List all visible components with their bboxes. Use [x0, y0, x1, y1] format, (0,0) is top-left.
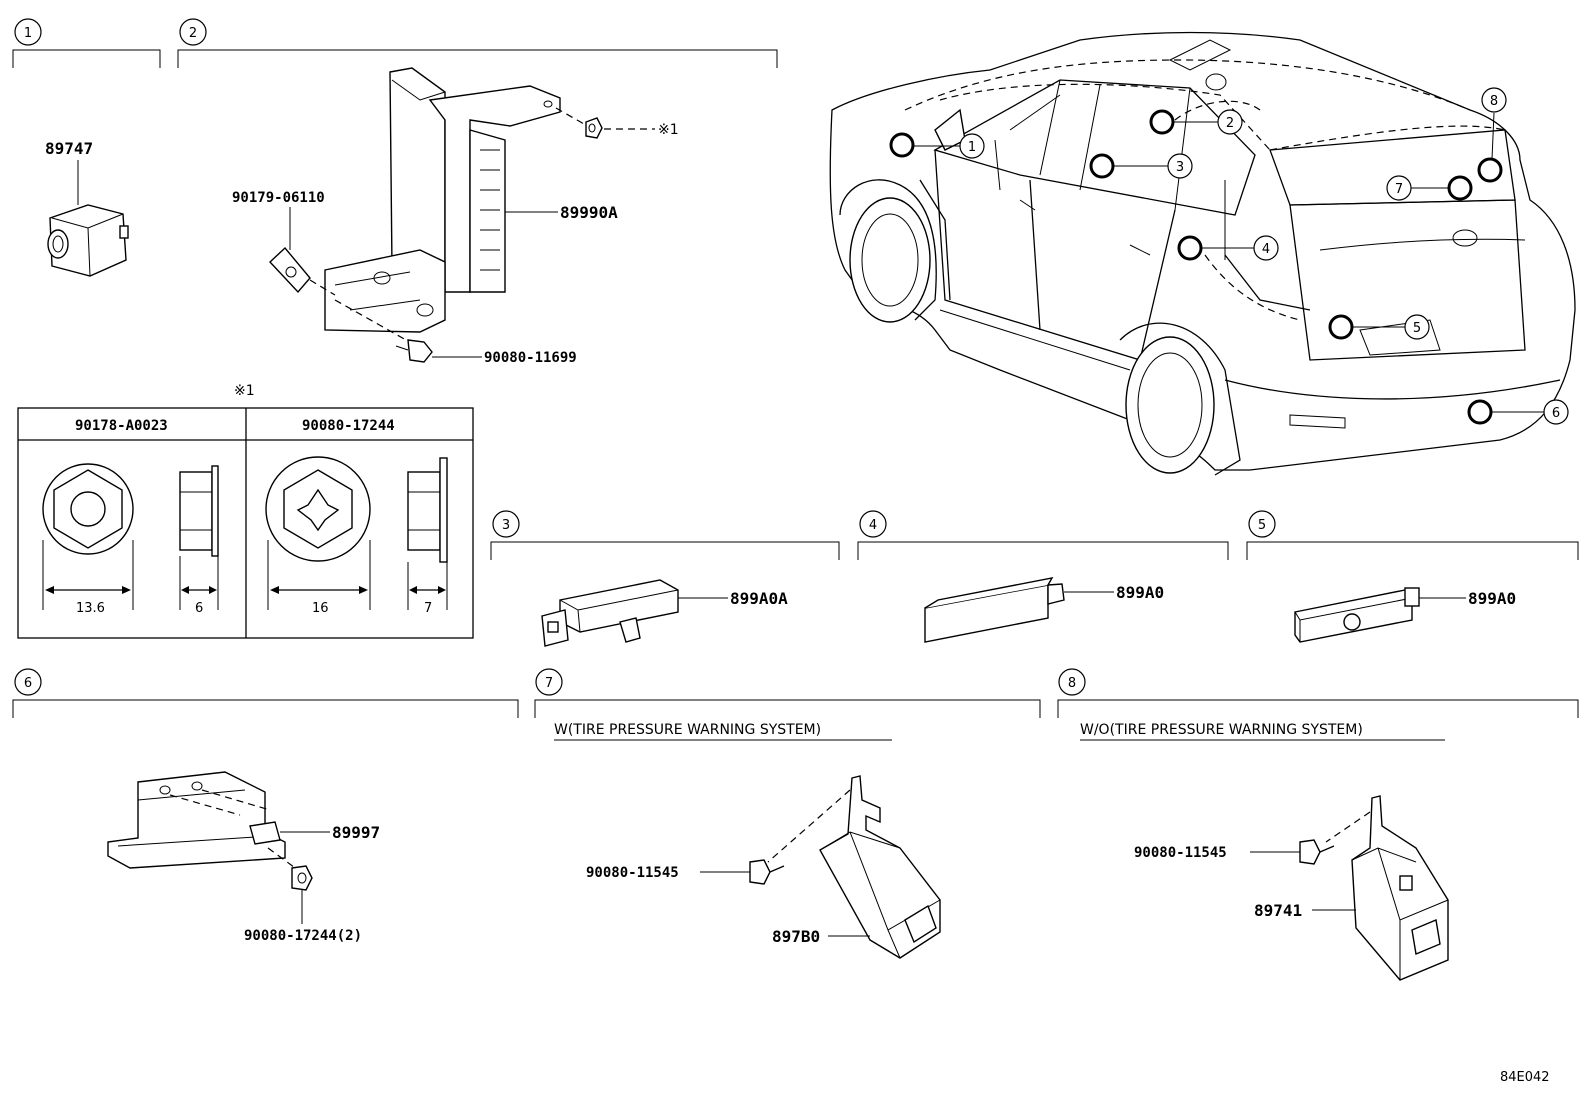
antenna-unit-icon [1294, 587, 1420, 643]
vehicle-callout-7: 7 [1386, 175, 1412, 201]
detail-col1-part: 90178-A0023 [75, 418, 168, 434]
caption-without-tpws: W/O(TIRE PRESSURE WARNING SYSTEM) [1080, 722, 1363, 738]
vehicle-callout-2: 2 [1217, 109, 1243, 135]
part-label-89747: 89747 [45, 139, 93, 158]
control-module-icon [324, 67, 561, 333]
location-ring-8 [1477, 157, 1503, 183]
bolt-icon [1299, 839, 1335, 865]
location-ring-5 [1328, 314, 1354, 340]
part-label-90080-11545-7: 90080-11545 [586, 865, 679, 881]
section-header-8: 8 [1057, 668, 1579, 718]
location-ring-2 [1149, 109, 1175, 135]
part-89990A-group: 89990A ※1 90179-06110 90080-11699 [232, 67, 679, 366]
svg-text:6: 6 [24, 676, 32, 691]
rear-wheel-icon [1119, 322, 1241, 476]
detail-col2-dim-a: 16 [312, 601, 329, 616]
svg-text:6: 6 [1552, 406, 1560, 421]
svg-text:8: 8 [1490, 94, 1498, 109]
part-89747-group: 89747 [45, 139, 129, 277]
part-label-899A0A: 899A0A [730, 589, 788, 608]
part-label-89997: 89997 [332, 823, 380, 842]
drawing-code: 84E042 [1500, 1070, 1550, 1085]
section-header-1: 1 [12, 18, 161, 68]
washer-nut-side-icon [407, 457, 448, 563]
vehicle-callout-1: 1 [959, 133, 985, 159]
part-label-90080-17244-2: 90080-17244(2) [244, 928, 362, 944]
section-header-5: 5 [1246, 510, 1579, 560]
part-label-899A0-4: 899A0 [1116, 583, 1164, 602]
part-label-89990A: 89990A [560, 203, 618, 222]
svg-text:1: 1 [968, 140, 976, 155]
svg-text:3: 3 [502, 518, 510, 533]
svg-text:7: 7 [545, 676, 553, 691]
nut-icon [585, 117, 603, 139]
detail-col2-part: 90080-17244 [302, 418, 395, 434]
svg-text:4: 4 [1262, 242, 1270, 257]
svg-text:3: 3 [1176, 160, 1184, 175]
location-ring-6 [1467, 399, 1493, 425]
washer-nut-front-icon [265, 456, 371, 562]
svg-text:5: 5 [1413, 321, 1421, 336]
vehicle-callout-5: 5 [1404, 314, 1430, 340]
bracket-antenna-icon [107, 771, 286, 869]
detail-table: ※1 90178-A0023 90080-17244 13.6 6 [17, 383, 474, 639]
svg-text:7: 7 [1395, 182, 1403, 197]
part-label-897B0: 897B0 [772, 927, 820, 946]
location-ring-4 [1177, 235, 1203, 261]
section-header-2: 2 [177, 18, 778, 68]
antenna-unit-icon [541, 579, 679, 647]
antenna-unit-icon [924, 577, 1065, 643]
front-wheel-icon [839, 179, 951, 323]
svg-text:5: 5 [1258, 518, 1266, 533]
section-header-3: 3 [490, 510, 840, 560]
svg-text:1: 1 [24, 26, 32, 41]
bolt-icon [749, 859, 785, 885]
part-897B0-group: W(TIRE PRESSURE WARNING SYSTEM) 90080-11… [554, 722, 941, 959]
part-899A0-4-group: 899A0 [924, 577, 1164, 643]
vehicle-illustration: 1 2 3 4 5 6 7 8 [829, 31, 1576, 476]
plate-nut-icon [269, 246, 311, 294]
part-label-90080-11699: 90080-11699 [484, 350, 577, 366]
detail-col1-dim-b: 6 [195, 601, 203, 616]
detail-col1-dim-a: 13.6 [76, 601, 105, 616]
part-label-899A0-5: 899A0 [1468, 589, 1516, 608]
hex-nut-front-icon [42, 463, 134, 555]
note-mark-top: ※1 [658, 122, 679, 138]
detail-table-mark: ※1 [234, 383, 255, 399]
svg-text:2: 2 [189, 26, 197, 41]
caption-with-tpws: W(TIRE PRESSURE WARNING SYSTEM) [554, 722, 821, 738]
tpms-receiver-icon [819, 775, 941, 959]
part-899A0-5-group: 899A0 [1294, 587, 1516, 643]
detail-col2-dim-b: 7 [424, 601, 432, 616]
section-header-4: 4 [857, 510, 1229, 560]
svg-text:2: 2 [1226, 116, 1234, 131]
part-89741-group: W/O(TIRE PRESSURE WARNING SYSTEM) 90080-… [1080, 722, 1449, 981]
part-label-90179-06110: 90179-06110 [232, 190, 325, 206]
part-89997-group: 89997 90080-17244(2) [107, 771, 380, 944]
part-899A0A-group: 899A0A [541, 579, 788, 647]
vehicle-callout-3: 3 [1167, 153, 1193, 179]
section-header-7: 7 [534, 668, 1041, 718]
vehicle-callout-8: 8 [1481, 87, 1507, 113]
part-label-90080-11545-8: 90080-11545 [1134, 845, 1227, 861]
vehicle-callout-6: 6 [1543, 399, 1569, 425]
svg-text:4: 4 [869, 518, 877, 533]
nut-icon [291, 865, 313, 891]
location-ring-1 [889, 132, 915, 158]
location-ring-7 [1447, 175, 1473, 201]
svg-text:8: 8 [1068, 676, 1076, 691]
section-header-6: 6 [12, 668, 519, 718]
hex-nut-side-icon [179, 465, 219, 557]
bolt-icon [395, 339, 433, 363]
vehicle-callout-4: 4 [1253, 235, 1279, 261]
receiver-unit-icon [1351, 795, 1449, 981]
buzzer-icon [47, 204, 129, 277]
location-ring-3 [1089, 153, 1115, 179]
part-label-89741: 89741 [1254, 901, 1302, 920]
